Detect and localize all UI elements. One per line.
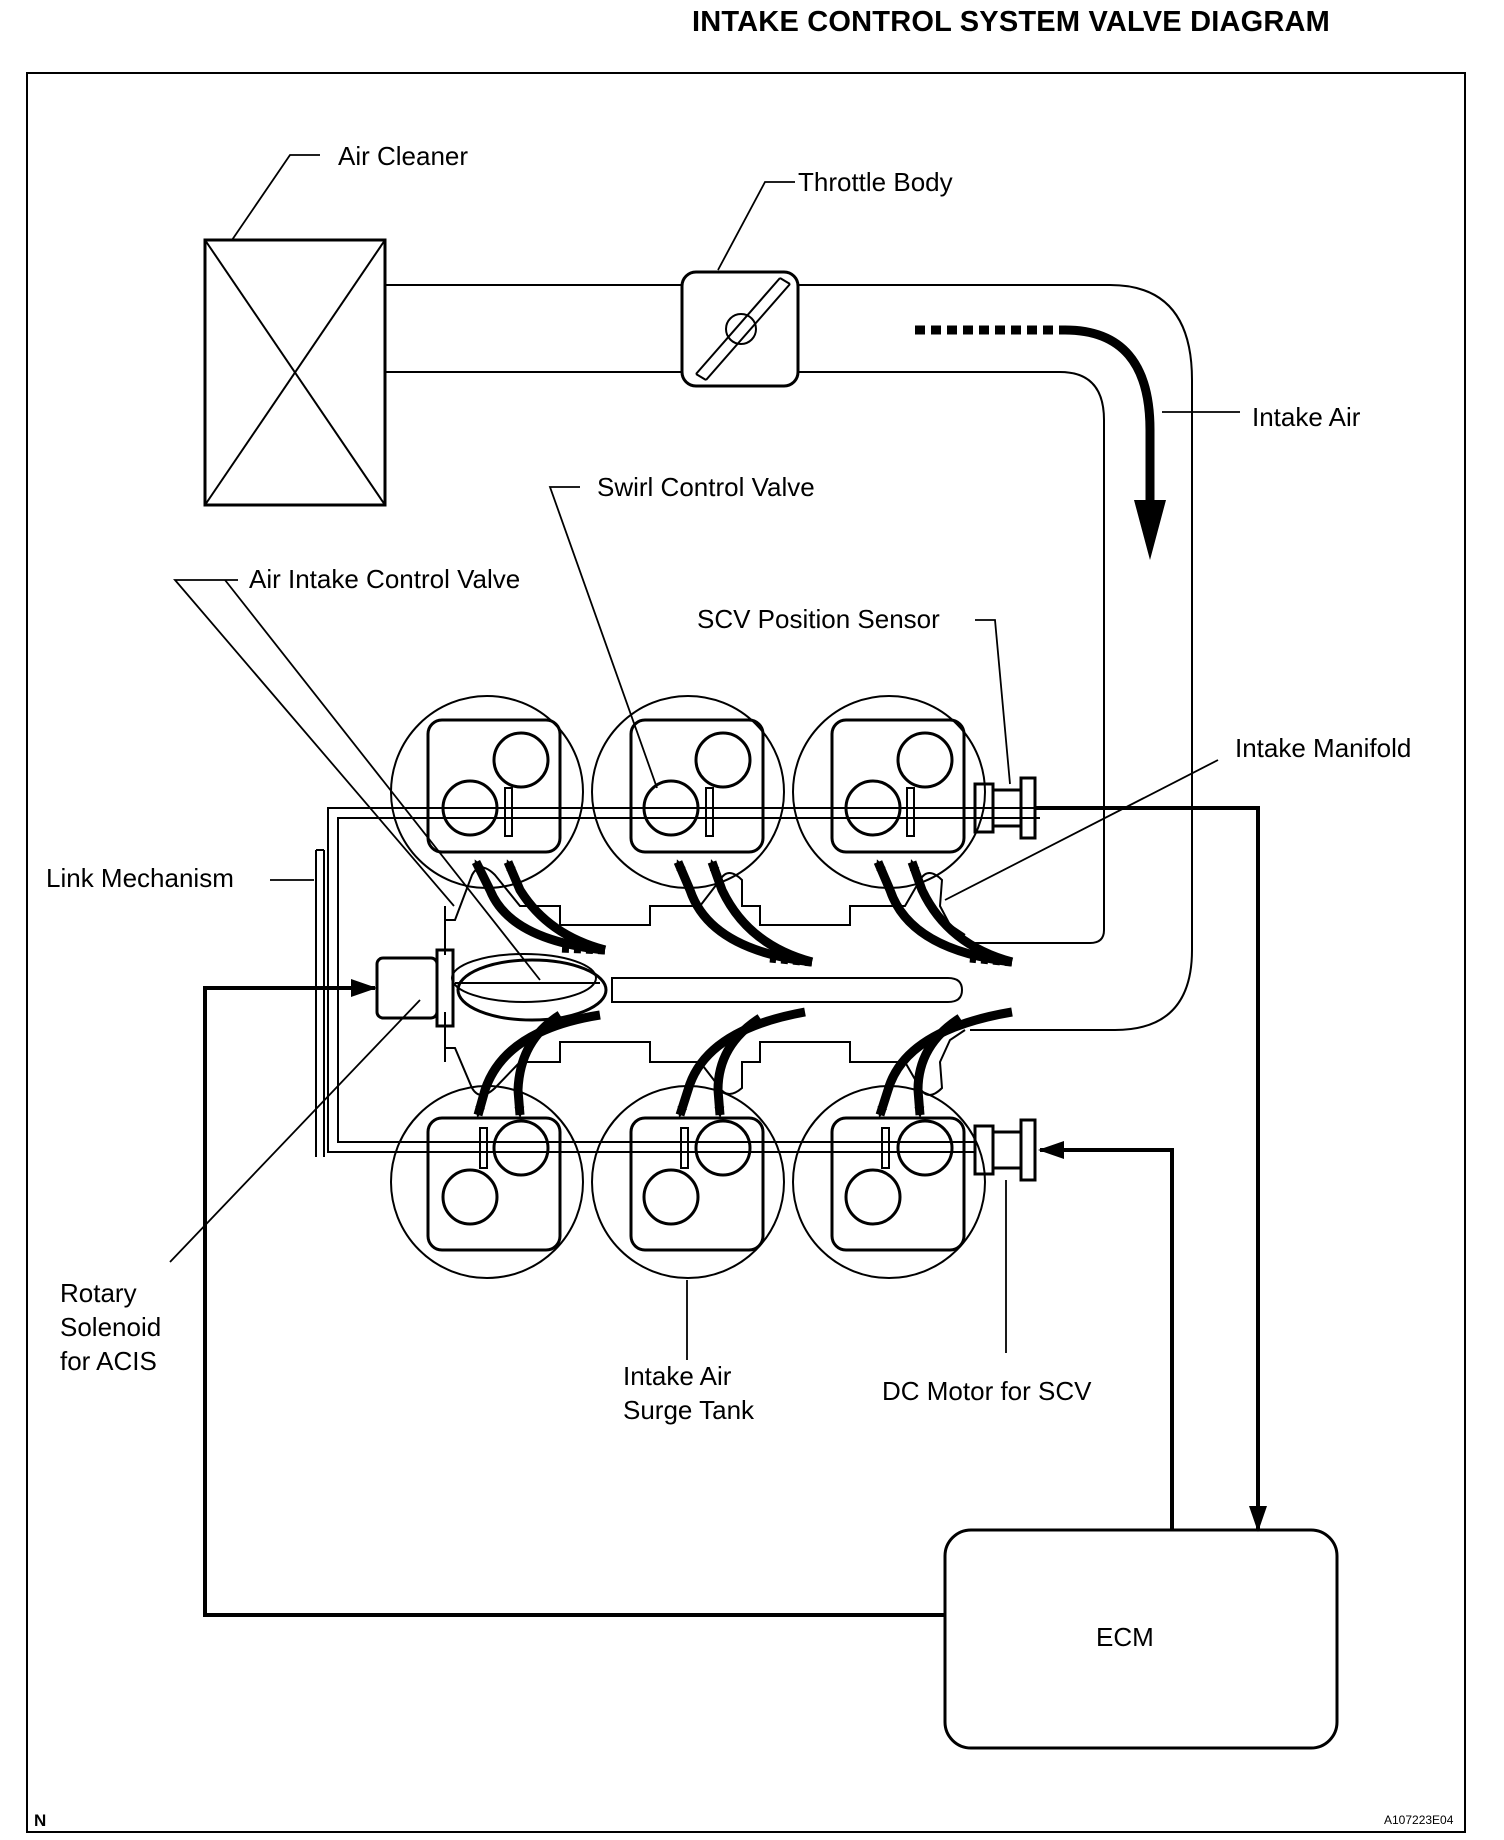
- ecm-box: [943, 1528, 1339, 1750]
- figure-code: A107223E04: [1384, 1813, 1454, 1827]
- link-mechanism-frame: [315, 807, 1040, 1157]
- air-intake-control-valve: [451, 953, 964, 1022]
- rotary-solenoid: [375, 948, 455, 1028]
- label-rotary-solenoid-2: Solenoid: [60, 1312, 161, 1342]
- label-rotary-solenoid-1: Rotary: [60, 1278, 137, 1308]
- signal-lines: [203, 806, 1267, 1617]
- label-intake-air: Intake Air: [1252, 402, 1361, 432]
- label-ecm: ECM: [1096, 1622, 1154, 1652]
- manifold-flow-arrows: [471, 859, 1014, 1118]
- intake-air-flow-arrow: [915, 325, 1166, 560]
- label-surge-tank-2: Surge Tank: [623, 1395, 755, 1425]
- air-cleaner: [203, 238, 387, 507]
- label-swirl-control-valve: Swirl Control Valve: [597, 472, 815, 502]
- label-throttle-body: Throttle Body: [798, 167, 953, 197]
- label-air-intake-control-valve: Air Intake Control Valve: [249, 564, 520, 594]
- diagram-frame: [26, 72, 1466, 1833]
- dc-motor-for-scv: [973, 1118, 1037, 1182]
- label-scv-position-sensor: SCV Position Sensor: [697, 604, 940, 634]
- top-cylinders: [390, 695, 986, 889]
- label-rotary-solenoid-3: for ACIS: [60, 1346, 157, 1376]
- intake-duct: [385, 284, 1193, 1031]
- page-title: INTAKE CONTROL SYSTEM VALVE DIAGRAM: [692, 6, 1331, 38]
- label-link-mechanism: Link Mechanism: [46, 863, 234, 893]
- label-surge-tank-1: Intake Air: [623, 1361, 732, 1391]
- throttle-body: [680, 270, 800, 388]
- corner-mark: N: [34, 1811, 46, 1830]
- label-air-cleaner: Air Cleaner: [338, 141, 468, 171]
- label-intake-manifold: Intake Manifold: [1235, 733, 1411, 763]
- label-dc-motor: DC Motor for SCV: [882, 1376, 1092, 1406]
- leader-lines: [169, 154, 1240, 1360]
